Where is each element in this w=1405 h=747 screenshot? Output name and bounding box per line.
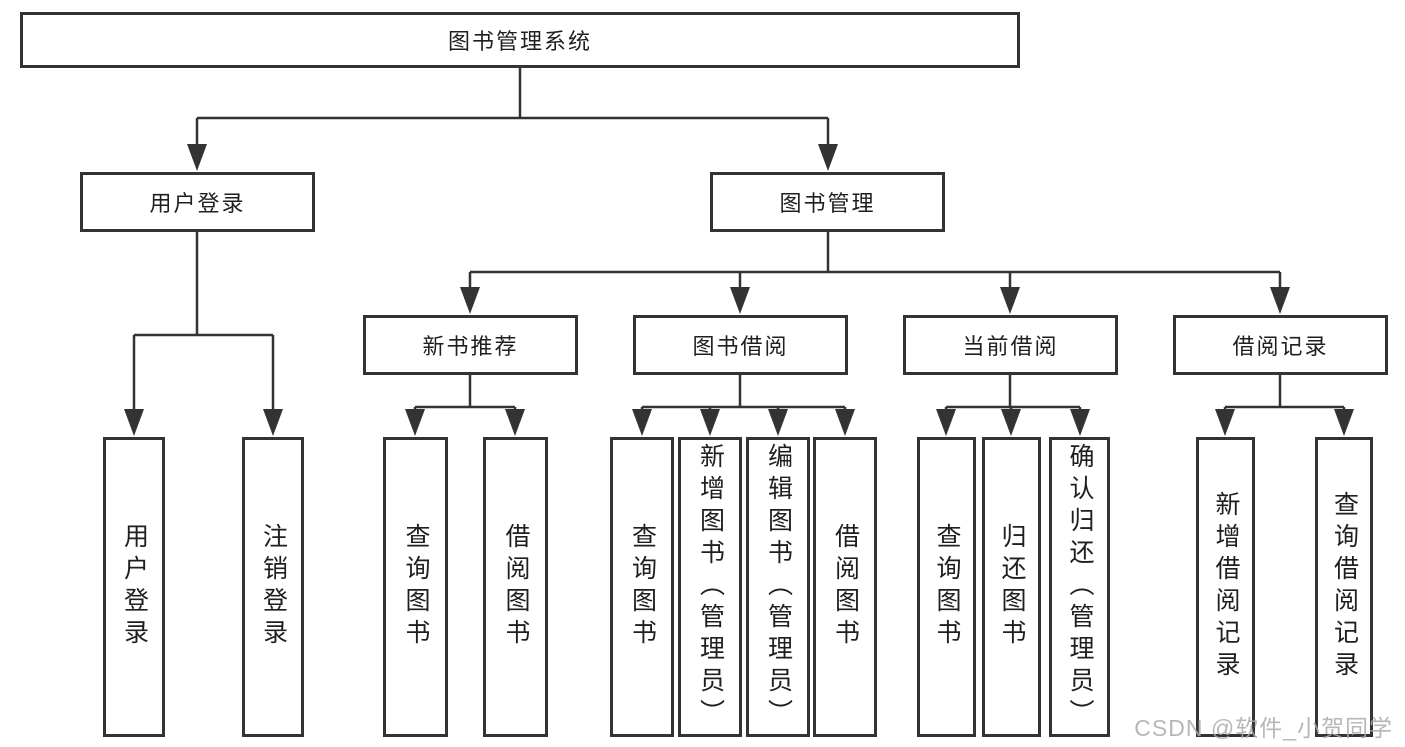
leaf-edit-books-admin: 编辑图书（管理员）: [746, 437, 810, 737]
leaf-add-books-admin: 新增图书（管理员）: [678, 437, 742, 737]
leaf-return-books: 归还图书: [982, 437, 1041, 737]
node-user-login-branch: 用户登录: [80, 172, 315, 232]
node-borrow-records: 借阅记录: [1173, 315, 1388, 375]
leaf-query-borrow-record: 查询借阅记录: [1315, 437, 1373, 737]
leaf-add-borrow-record: 新增借阅记录: [1196, 437, 1255, 737]
leaf-user-login: 用户登录: [103, 437, 165, 737]
node-current-borrow: 当前借阅: [903, 315, 1118, 375]
leaf-borrow-books: 借阅图书: [813, 437, 877, 737]
leaf-query-books-current: 查询图书: [917, 437, 976, 737]
node-root-library-system: 图书管理系统: [20, 12, 1020, 68]
leaf-query-books-recommend: 查询图书: [383, 437, 448, 737]
leaf-logout: 注销登录: [242, 437, 304, 737]
node-new-book-recommend: 新书推荐: [363, 315, 578, 375]
leaf-borrow-books-recommend: 借阅图书: [483, 437, 548, 737]
leaf-confirm-return-admin: 确认归还（管理员）: [1049, 437, 1110, 737]
node-book-borrow: 图书借阅: [633, 315, 848, 375]
leaf-query-books-borrow: 查询图书: [610, 437, 674, 737]
node-book-management-branch: 图书管理: [710, 172, 945, 232]
